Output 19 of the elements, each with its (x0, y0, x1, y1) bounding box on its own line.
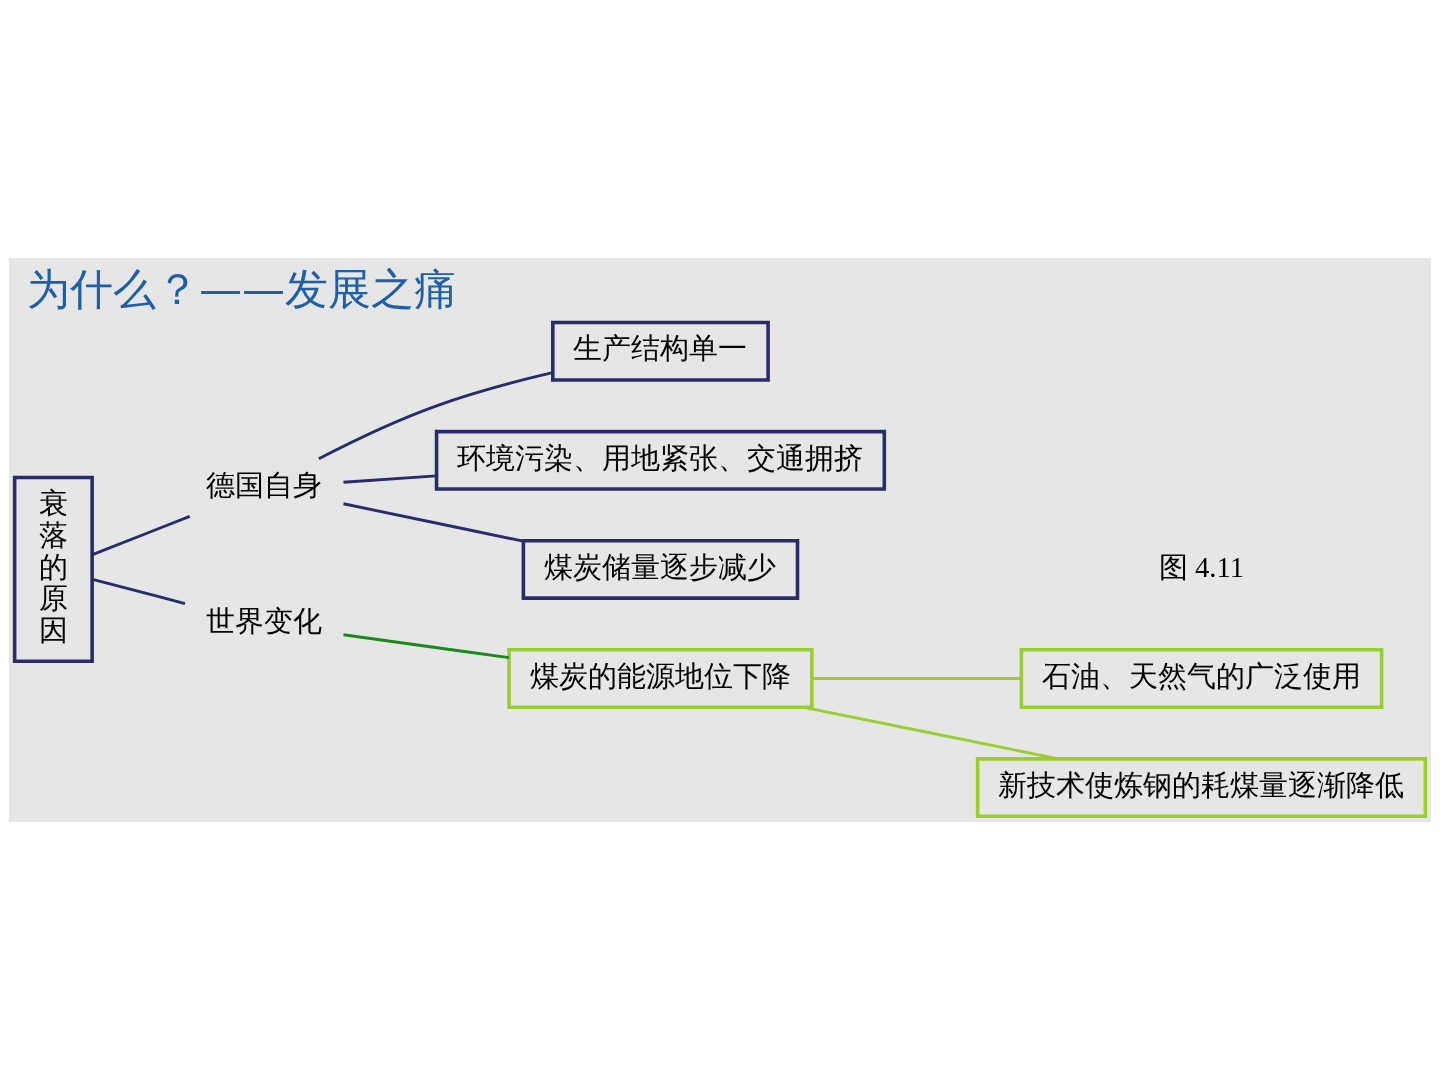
connector (318, 371, 553, 460)
connector (803, 705, 1059, 761)
diagram-title: 为什么？——发展之痛 (27, 263, 458, 314)
node-box: 生产结构单一 (551, 320, 770, 382)
node-box: 煤炭的能源地位下降 (507, 648, 814, 709)
connector (92, 577, 186, 605)
connector (343, 474, 437, 484)
connector (343, 633, 510, 660)
connector (92, 515, 191, 556)
node-box: 石油、天然气的广泛使用 (1019, 648, 1384, 709)
node-box: 煤炭储量逐步减少 (521, 538, 800, 600)
connector (812, 677, 1022, 680)
node-box: 环境污染、用地紧张、交通拥挤 (434, 429, 887, 491)
connector (343, 502, 524, 543)
label: 图 4.11 (1158, 550, 1245, 583)
node-box: 衰落的原因 (12, 475, 94, 664)
node-text: 德国自身 (206, 467, 323, 502)
node-box: 新技术使炼钢的耗煤量逐渐降低 (975, 757, 1428, 819)
node-text: 世界变化 (206, 604, 323, 639)
